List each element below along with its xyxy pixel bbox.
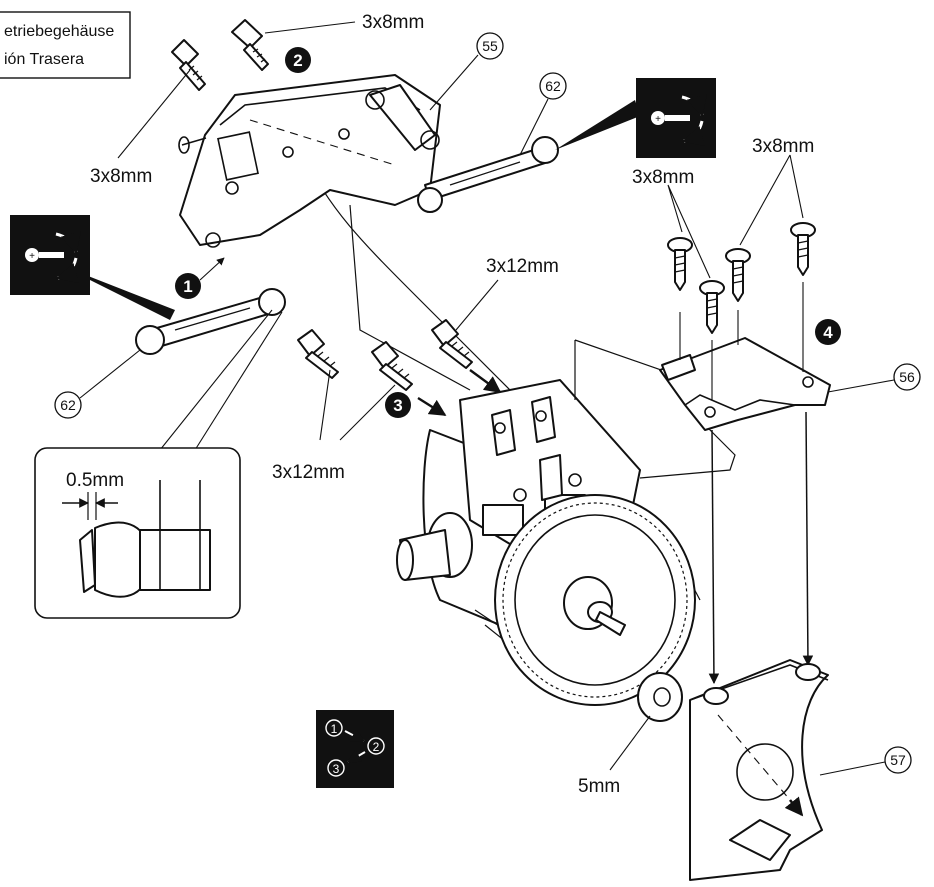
screw-top-center xyxy=(231,19,269,71)
part-62-top-marker xyxy=(539,72,567,100)
bracket-56 xyxy=(659,337,831,431)
label-3x8-left: 3x8mm xyxy=(90,166,152,187)
step-3-number: 3 xyxy=(393,396,402,415)
lower-rod xyxy=(135,288,286,355)
svg-text:+: + xyxy=(29,251,35,262)
part-62-top-number: 62 xyxy=(545,78,561,94)
part-55-number: 55 xyxy=(482,38,498,54)
label-3x12-lower: 3x12mm xyxy=(272,462,345,483)
screw-right-2 xyxy=(699,280,725,334)
label-3x8-top: 3x8mm xyxy=(362,12,424,33)
detail-box: 0.5mm xyxy=(34,447,241,619)
screw-middle-left xyxy=(371,341,413,391)
screw-right-4 xyxy=(790,222,816,276)
part-62-left-number: 62 xyxy=(60,397,76,413)
arrow-to-base-right xyxy=(802,411,814,667)
caption-line-2: ión Trasera xyxy=(4,51,84,68)
label-3x12-middle: 3x12mm xyxy=(486,256,559,277)
order-1: 1 xyxy=(331,722,338,736)
step-2-badge xyxy=(285,47,311,73)
screw-right-1 xyxy=(667,237,693,291)
caption-line-1: etriebegehäuse xyxy=(4,23,114,40)
spur-gear xyxy=(494,494,696,706)
step-4-badge xyxy=(815,319,841,345)
label-3x8-right-a: 3x8mm xyxy=(632,167,694,188)
part-55-marker xyxy=(476,32,504,60)
back-case xyxy=(178,74,441,248)
adjust-rod-icon-left: + xyxy=(10,215,175,320)
arrow-to-base-left xyxy=(708,429,720,685)
step-1-badge xyxy=(175,273,201,299)
order-3: 3 xyxy=(333,762,340,776)
part-57-marker xyxy=(884,746,912,774)
upper-rod xyxy=(417,136,559,213)
label-washer-5mm: 5mm xyxy=(578,776,620,797)
washer xyxy=(637,672,683,722)
caption-box: etriebegehäuse ión Trasera xyxy=(0,11,131,79)
part-56-number: 56 xyxy=(899,369,915,385)
screw-middle-right xyxy=(431,319,473,369)
screw-lower-left xyxy=(297,329,339,379)
screw-right-3 xyxy=(725,248,751,302)
order-2: 2 xyxy=(373,740,380,754)
label-3x8-right-b: 3x8mm xyxy=(752,136,814,157)
base-57 xyxy=(689,659,829,881)
adjust-rod-icon: + xyxy=(555,78,716,158)
step-order-icon: 1 2 3 xyxy=(316,710,394,788)
step-2-number: 2 xyxy=(293,51,302,70)
svg-text:+: + xyxy=(655,114,661,125)
part-56-marker xyxy=(893,363,921,391)
part-57-number: 57 xyxy=(890,752,906,768)
step-3-badge xyxy=(385,392,411,418)
screw-top-left xyxy=(171,39,206,91)
part-62-left-marker xyxy=(54,391,82,419)
step-1-number: 1 xyxy=(183,277,192,296)
step-4-number: 4 xyxy=(823,323,833,342)
label-gap: 0.5mm xyxy=(66,470,124,491)
